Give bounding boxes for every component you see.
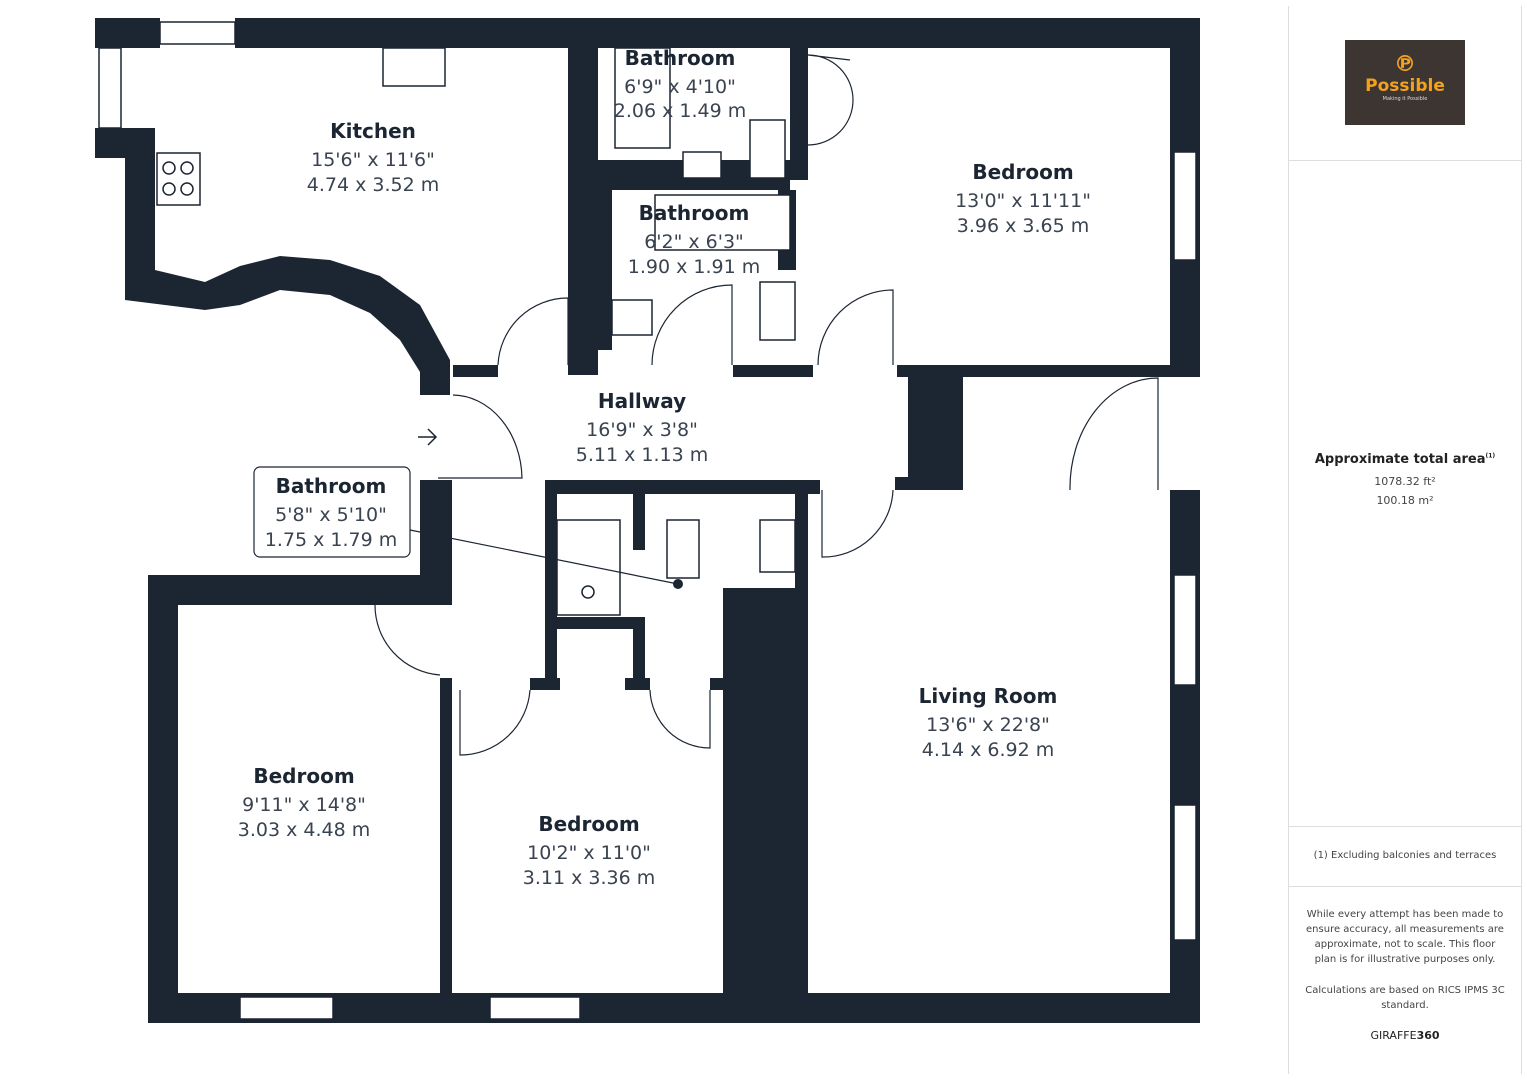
entrance-arrow-icon: [418, 428, 438, 446]
svg-text:1.90 x 1.91 m: 1.90 x 1.91 m: [628, 256, 760, 278]
area-m: 100.18 m²: [1376, 494, 1434, 507]
bedroom-2-label: Bedroom: [253, 764, 354, 788]
svg-text:4.74 x 3.52 m: 4.74 x 3.52 m: [307, 174, 439, 196]
divider: [1289, 886, 1521, 887]
info-sidebar: ℗ Possible Making it Possible Approximat…: [1288, 6, 1522, 1074]
svg-text:4.14 x 6.92 m: 4.14 x 6.92 m: [922, 739, 1054, 761]
fixtures: [156, 47, 796, 616]
bathroom-2-label: Bathroom: [639, 201, 750, 225]
giraffe360-credit: GIRAFFE360: [1370, 1029, 1440, 1042]
bedroom-3-label: Bedroom: [538, 812, 639, 836]
svg-text:3.11 x 3.36 m: 3.11 x 3.36 m: [523, 867, 655, 889]
logo-p-icon: ℗: [1394, 52, 1416, 77]
svg-text:3.96 x 3.65 m: 3.96 x 3.65 m: [957, 215, 1089, 237]
area-ft: 1078.32 ft²: [1374, 475, 1436, 488]
svg-text:9'11" x 14'8": 9'11" x 14'8": [242, 794, 366, 816]
hallway-label: Hallway: [598, 389, 686, 413]
bedroom-1-label: Bedroom: [972, 160, 1073, 184]
doors: [374, 54, 1159, 756]
bathroom-1-label: Bathroom: [625, 46, 736, 70]
walls: [95, 18, 1200, 1023]
room-labels: Kitchen 15'6" x 11'6" 4.74 x 3.52 m Bath…: [238, 46, 1091, 889]
svg-text:15'6" x 11'6": 15'6" x 11'6": [311, 149, 435, 171]
svg-text:10'2" x 11'0": 10'2" x 11'0": [527, 842, 651, 864]
svg-text:16'9" x 3'8": 16'9" x 3'8": [586, 419, 698, 441]
svg-text:5'8" x 5'10": 5'8" x 5'10": [275, 504, 387, 526]
svg-text:2.06 x 1.49 m: 2.06 x 1.49 m: [614, 100, 746, 122]
disclaimer: While every attempt has been made to ens…: [1306, 909, 1504, 965]
svg-text:1.75 x 1.79 m: 1.75 x 1.79 m: [265, 529, 397, 551]
calc-note: Calculations are based on RICS IPMS 3C s…: [1305, 985, 1505, 1011]
svg-text:6'9" x 4'10": 6'9" x 4'10": [624, 76, 736, 98]
svg-text:3.03 x 4.48 m: 3.03 x 4.48 m: [238, 819, 370, 841]
bathroom-3-label: Bathroom: [276, 474, 387, 498]
possible-logo: ℗ Possible Making it Possible: [1345, 40, 1465, 125]
kitchen-label: Kitchen: [330, 119, 416, 143]
svg-text:5.11 x 1.13 m: 5.11 x 1.13 m: [576, 444, 708, 466]
total-area: Approximate total area(1) 1078.32 ft² 10…: [1289, 452, 1521, 507]
living-room-label: Living Room: [919, 684, 1058, 708]
svg-text:6'2" x 6'3": 6'2" x 6'3": [644, 231, 744, 253]
svg-text:13'6" x 22'8": 13'6" x 22'8": [926, 714, 1050, 736]
divider: [1289, 160, 1521, 161]
svg-text:13'0" x 11'11": 13'0" x 11'11": [955, 190, 1091, 212]
divider: [1289, 826, 1521, 827]
footnote: (1) Excluding balconies and terraces: [1313, 850, 1497, 861]
